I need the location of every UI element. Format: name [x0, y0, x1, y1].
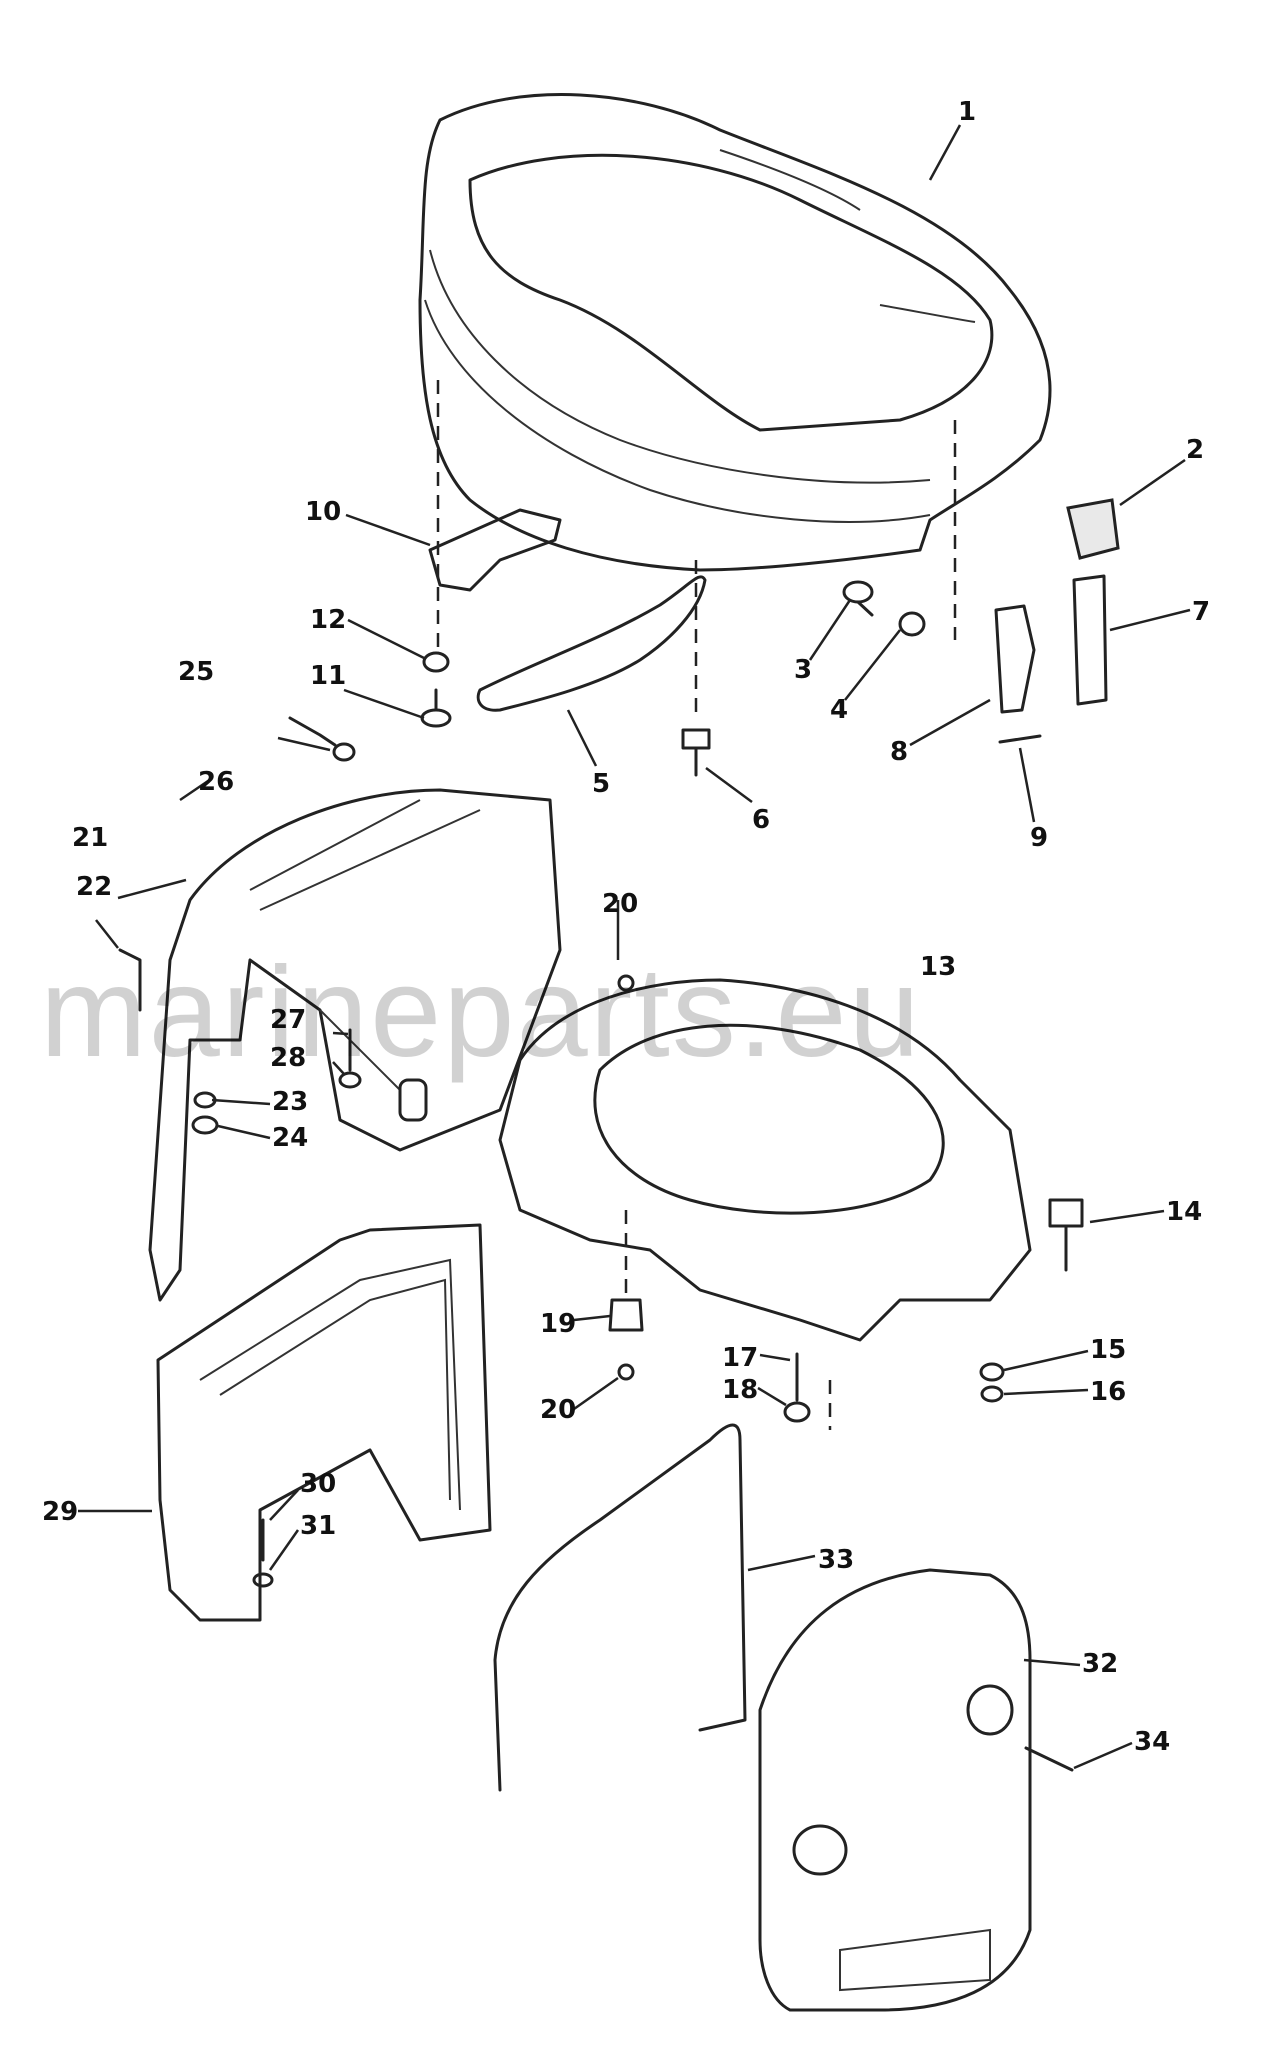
callout-2: 2: [1186, 435, 1204, 465]
callout-22: 22: [76, 872, 112, 902]
callout-24: 24: [272, 1123, 308, 1153]
washer-part-18: [783, 1401, 811, 1423]
callout-19: 19: [540, 1309, 576, 1339]
screw-part-3: [842, 580, 874, 617]
grommet-part-20-upper: [617, 974, 635, 992]
callout-9: 9: [1030, 823, 1048, 853]
grommet-part-20-lower: [617, 1363, 635, 1381]
callout-3: 3: [794, 655, 812, 685]
bolt-part-6: [681, 728, 711, 777]
callout-21: 21: [72, 823, 108, 853]
callout-5: 5: [592, 769, 610, 799]
callout-18: 18: [722, 1375, 758, 1405]
callout-30: 30: [300, 1469, 336, 1499]
bracket-part-10: [428, 508, 562, 592]
nut-part-16: [980, 1385, 1004, 1403]
nut-part-12: [422, 651, 450, 673]
callout-4: 4: [830, 695, 848, 725]
callout-12: 12: [310, 605, 346, 635]
callout-26: 26: [198, 767, 234, 797]
front-cover-part-32: [758, 1568, 1032, 2012]
washer-part-28: [338, 1071, 362, 1089]
leader-lines: [78, 124, 1191, 1770]
callout-16: 16: [1090, 1377, 1126, 1407]
top-cowl-part-1: [418, 93, 1052, 572]
bolt-part-25: [288, 716, 337, 747]
callout-20-upper: 20: [602, 889, 638, 919]
callout-6: 6: [752, 805, 770, 835]
bolt-part-14: [1048, 1198, 1084, 1272]
callout-34: 34: [1134, 1727, 1170, 1757]
mounting-plate-part-13: [498, 978, 1032, 1342]
washer-part-24: [191, 1115, 219, 1135]
handle-part-5: [476, 575, 707, 712]
seal-strip-part-33: [493, 1423, 747, 1792]
bolt-part-22: [118, 948, 142, 1012]
screw-part-11: [420, 688, 452, 728]
callout-14: 14: [1166, 1197, 1202, 1227]
cowl-bracket-part-21: [148, 788, 562, 1302]
callout-1: 1: [958, 97, 976, 127]
callout-15: 15: [1090, 1335, 1126, 1365]
washer-part-4: [898, 611, 926, 637]
callout-29: 29: [42, 1497, 78, 1527]
washer-part-26: [332, 742, 356, 762]
callout-28: 28: [270, 1043, 306, 1073]
callout-17: 17: [722, 1343, 758, 1373]
latch-part-8: [994, 604, 1036, 714]
callout-labels: 1 2 3 4 5 6 7 8 9 10 11 12 13 14 15 16 1…: [42, 97, 1210, 1757]
callout-25: 25: [178, 657, 214, 687]
washer-part-15: [979, 1362, 1005, 1382]
callout-10: 10: [305, 497, 341, 527]
washer-part-31: [252, 1572, 274, 1588]
callout-32: 32: [1082, 1649, 1118, 1679]
callout-13: 13: [920, 952, 956, 982]
latch-plate-part-7: [1072, 574, 1108, 706]
pin-part-9: [998, 734, 1042, 744]
clip-part-2: [1066, 498, 1120, 560]
screw-part-34: [1024, 1746, 1074, 1772]
callout-8: 8: [890, 737, 908, 767]
callout-7: 7: [1192, 597, 1210, 627]
callout-11: 11: [310, 661, 346, 691]
mount-part-19: [608, 1298, 644, 1332]
callout-31: 31: [300, 1511, 336, 1541]
assembly-lines: [436, 380, 957, 1430]
callout-27: 27: [270, 1005, 306, 1035]
shroud-part-29: [156, 1223, 492, 1622]
callout-33: 33: [818, 1545, 854, 1575]
callout-23: 23: [272, 1087, 308, 1117]
watermark-text: marineparts.eu: [40, 941, 922, 1084]
callout-20-lower: 20: [540, 1395, 576, 1425]
